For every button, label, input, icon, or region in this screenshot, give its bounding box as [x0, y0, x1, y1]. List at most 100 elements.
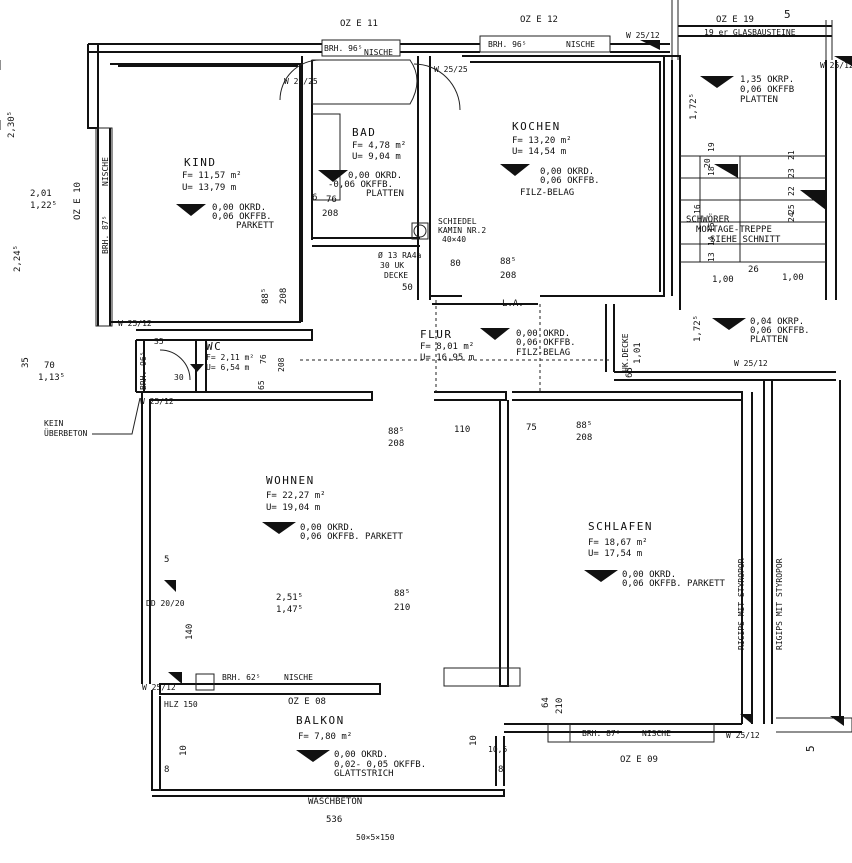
- svg-text:WASCHBETON: WASCHBETON: [308, 797, 362, 807]
- svg-text:65: 65: [625, 367, 635, 378]
- svg-text:-0,06 OKFFB.: -0,06 OKFFB.: [328, 180, 393, 190]
- svg-text:208: 208: [322, 209, 338, 219]
- svg-text:30 UK: 30 UK: [380, 261, 404, 270]
- svg-text:NISCHE: NISCHE: [642, 729, 671, 738]
- svg-text:26: 26: [748, 265, 759, 275]
- svg-text:2,01: 2,01: [30, 189, 52, 199]
- svg-text:F= 7,80 m²: F= 7,80 m²: [298, 732, 352, 742]
- svg-text:19: 19: [707, 142, 716, 152]
- svg-text:W 25/12: W 25/12: [140, 397, 174, 406]
- level-marker-kind: [176, 204, 206, 216]
- svg-text:FILZ-BELAG: FILZ-BELAG: [520, 188, 574, 198]
- svg-text:0,00 OKRD.: 0,00 OKRD.: [212, 203, 266, 213]
- svg-text:2,51⁵: 2,51⁵: [276, 593, 303, 603]
- svg-text:W 25/12: W 25/12: [142, 683, 176, 692]
- svg-text:MONTAGE-TREPPE: MONTAGE-TREPPE: [696, 225, 772, 235]
- svg-text:OZ E 12: OZ E 12: [520, 15, 558, 25]
- svg-text:PLATTEN: PLATTEN: [750, 335, 788, 345]
- level-markers: [164, 40, 852, 762]
- svg-text:PLATTEN: PLATTEN: [740, 95, 778, 105]
- svg-text:8: 8: [498, 765, 503, 775]
- svg-text:L.A.: L.A.: [502, 299, 524, 309]
- svg-text:U= 17,54 m: U= 17,54 m: [588, 549, 642, 559]
- stair-landing-bottom: 0,04 OKRP. 0,06 OKFFB. PLATTEN: [750, 317, 810, 345]
- svg-text:FILZ-BELAG: FILZ-BELAG: [516, 348, 570, 358]
- svg-text:SIEHE SCHNITT: SIEHE SCHNITT: [710, 235, 781, 245]
- svg-text:536: 536: [326, 815, 342, 825]
- svg-text:W 25/12: W 25/12: [734, 359, 768, 368]
- level-marker-kochen: [500, 164, 530, 176]
- svg-text:SCHWÖRER: SCHWÖRER: [686, 214, 730, 225]
- svg-text:20: 20: [703, 158, 712, 168]
- svg-text:PLATTEN: PLATTEN: [366, 189, 404, 199]
- level-marker-bad: [318, 170, 348, 182]
- svg-text:75: 75: [526, 423, 537, 433]
- svg-text:19 er GLASBAUSTEINE: 19 er GLASBAUSTEINE: [704, 28, 796, 37]
- svg-text:0,06 OKFFB.: 0,06 OKFFB.: [540, 176, 600, 186]
- svg-text:GLATTSTRICH: GLATTSTRICH: [334, 769, 394, 779]
- svg-text:0,00 OKRD.: 0,00 OKRD.: [300, 523, 354, 533]
- level-marker-wohnen: [262, 522, 296, 534]
- svg-text:BRH. 96⁵: BRH. 96⁵: [139, 351, 148, 390]
- svg-text:RIGIPS MIT STYROPOR: RIGIPS MIT STYROPOR: [737, 558, 746, 650]
- svg-text:NISCHE: NISCHE: [284, 673, 313, 682]
- svg-text:65: 65: [257, 380, 266, 390]
- svg-text:ÜBERBETON: ÜBERBETON: [44, 428, 88, 438]
- svg-text:64: 64: [541, 697, 551, 708]
- svg-text:5: 5: [164, 555, 169, 565]
- svg-text:U= 13,79 m: U= 13,79 m: [182, 183, 236, 193]
- svg-text:210: 210: [555, 698, 565, 714]
- level-marker-flur: [480, 328, 510, 340]
- svg-text:0,06 OKFFB.: 0,06 OKFFB.: [516, 338, 576, 348]
- svg-text:F= 18,67 m²: F= 18,67 m²: [588, 538, 648, 548]
- room-name-balkon: BALKON: [296, 714, 345, 727]
- level-marker-stair-bottom: [712, 318, 746, 330]
- svg-text:208: 208: [576, 433, 592, 443]
- svg-text:1,72⁵: 1,72⁵: [689, 93, 699, 120]
- svg-text:NISCHE: NISCHE: [101, 157, 110, 186]
- svg-text:OZ E 19: OZ E 19: [716, 15, 754, 25]
- svg-text:208: 208: [279, 288, 289, 304]
- svg-text:5: 5: [804, 744, 817, 752]
- svg-text:88⁵: 88⁵: [261, 288, 271, 304]
- svg-text:88⁵: 88⁵: [576, 421, 592, 431]
- svg-text:15: 15: [707, 222, 716, 232]
- svg-text:OZ E 10: OZ E 10: [73, 182, 83, 220]
- room-flur: FLUR F= 8,01 m² U= 16,95 m 0,00 OKRD. 0,…: [420, 328, 576, 363]
- svg-text:OZ E 11: OZ E 11: [340, 19, 378, 29]
- svg-text:RIGIPS MIT STYROPOR: RIGIPS MIT STYROPOR: [775, 558, 784, 650]
- svg-text:10: 10: [179, 745, 189, 756]
- svg-text:21: 21: [787, 150, 796, 160]
- room-bad: BAD F= 4,78 m² U= 9,04 m 0,00 OKRD. -0,0…: [328, 126, 406, 199]
- svg-text:1,22⁵: 1,22⁵: [30, 201, 57, 211]
- svg-text:1,00: 1,00: [782, 273, 804, 283]
- svg-text:U= 16,95 m: U= 16,95 m: [420, 353, 474, 363]
- svg-text:110: 110: [454, 425, 470, 435]
- svg-text:0,00 OKRD.: 0,00 OKRD.: [622, 570, 676, 580]
- svg-text:6: 6: [312, 193, 317, 203]
- svg-text:U= 14,54 m: U= 14,54 m: [512, 147, 566, 157]
- svg-text:76: 76: [326, 195, 337, 205]
- svg-text:5: 5: [784, 8, 792, 21]
- room-name-kochen: KOCHEN: [512, 120, 561, 133]
- svg-text:NISCHE: NISCHE: [566, 40, 595, 49]
- svg-text:HLZ 150: HLZ 150: [164, 700, 198, 709]
- room-name-wc: WC: [206, 340, 222, 353]
- svg-text:1,01: 1,01: [633, 342, 643, 364]
- room-name-bad: BAD: [352, 126, 376, 139]
- svg-text:0,06 OKFFB.: 0,06 OKFFB.: [212, 212, 272, 222]
- svg-text:OZ E 08: OZ E 08: [288, 697, 326, 707]
- svg-text:BRH. 87⁵: BRH. 87⁵: [582, 729, 621, 738]
- svg-text:0,00 OKRD.: 0,00 OKRD.: [516, 329, 570, 339]
- room-schlafen: SCHLAFEN F= 18,67 m² U= 17,54 m 0,00 OKR…: [588, 520, 726, 589]
- svg-text:W 25/12: W 25/12: [726, 731, 760, 740]
- svg-text:10,5: 10,5: [488, 745, 507, 754]
- svg-text:40×40: 40×40: [442, 235, 466, 244]
- svg-text:13: 13: [707, 252, 716, 262]
- svg-text:1,72⁵: 1,72⁵: [693, 315, 703, 342]
- svg-text:UK.DECKE: UK.DECKE: [621, 333, 630, 372]
- room-wohnen: WOHNEN F= 22,27 m² U= 19,04 m 0,00 OKRD.…: [266, 474, 404, 542]
- svg-text:50: 50: [402, 283, 413, 293]
- level-marker-stair-top: [700, 76, 734, 88]
